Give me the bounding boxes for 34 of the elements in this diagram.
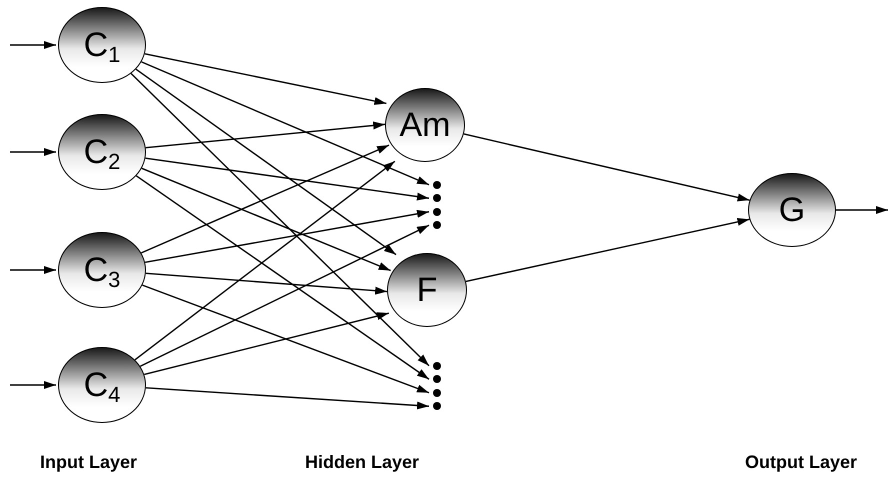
neuron-circle [387, 253, 467, 327]
layer-label: Input Layer [40, 451, 138, 474]
arrow [144, 210, 430, 264]
arrow [146, 272, 388, 295]
arrow [144, 53, 386, 105]
arrow [141, 168, 391, 272]
neuron-label: G [778, 193, 806, 227]
arrow [136, 175, 430, 380]
arrow [142, 284, 430, 394]
arrow [466, 218, 750, 282]
arrow [146, 387, 430, 410]
arrow [836, 206, 888, 214]
neuron-label: C$_{1}$ [84, 28, 120, 62]
neuron-label: C$_{2}$ [84, 135, 120, 169]
arrow [140, 224, 430, 367]
layer-label: Hidden Layer [305, 451, 420, 474]
neuron-label: C$_{4}$ [84, 368, 120, 402]
neuron-label: F [416, 273, 438, 307]
arrow [130, 73, 430, 366]
arrow [10, 148, 56, 156]
arrow [10, 381, 56, 389]
layer-label: Output Layer [745, 451, 858, 474]
arrow [141, 61, 430, 186]
arrow [10, 41, 56, 49]
arrow [134, 160, 396, 360]
arrow [146, 122, 386, 148]
arrow [10, 266, 56, 274]
arrow [144, 312, 390, 376]
arrow [136, 68, 396, 256]
neuron-label: C$_{3}$ [84, 253, 120, 287]
arrow [464, 133, 750, 202]
arrow [141, 144, 390, 254]
arrow [145, 157, 430, 201]
neuron-label: Am [400, 108, 450, 142]
